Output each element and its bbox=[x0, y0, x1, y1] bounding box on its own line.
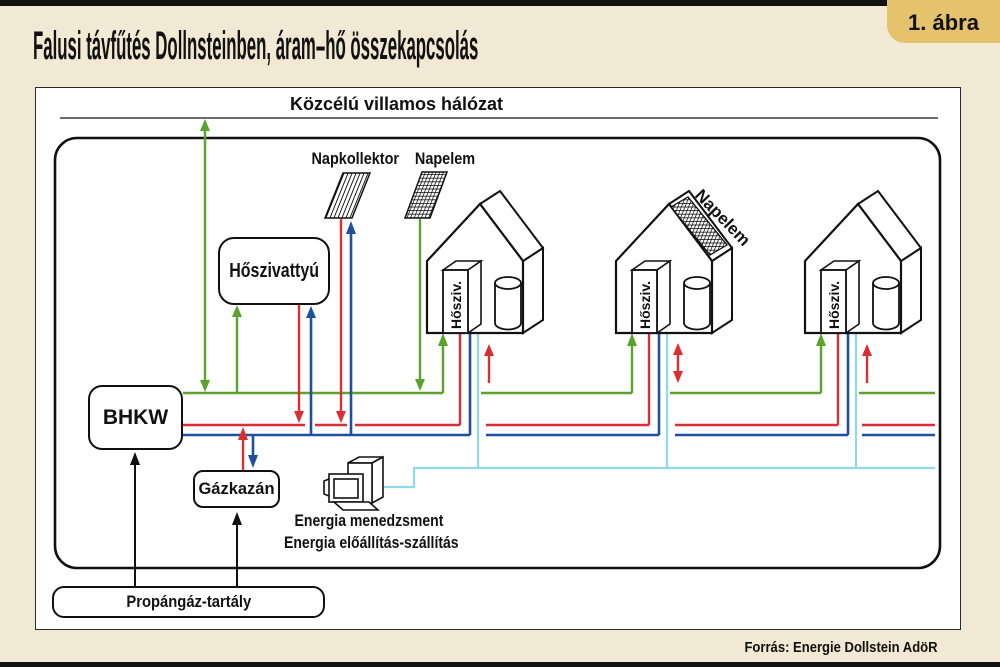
heat-supply-lines bbox=[183, 219, 935, 470]
page-title: Falusi távfűtés Dollnsteinben, áram–hő ö… bbox=[33, 24, 479, 68]
gas-boiler-box-label: Gázkazán bbox=[198, 479, 275, 498]
solar-collector-panel bbox=[323, 172, 372, 219]
propane-tank-box: Propángáz-tartály bbox=[52, 586, 325, 618]
heat-pump-box: Hőszivattyú bbox=[218, 237, 330, 305]
data-lines bbox=[384, 334, 935, 489]
propane-arrowheads bbox=[130, 452, 242, 525]
rooftop-solar-panel bbox=[670, 196, 728, 256]
diagram-frame bbox=[35, 87, 961, 630]
heat-return-lines bbox=[183, 233, 935, 456]
electricity-arrowheads bbox=[200, 119, 826, 392]
electricity-lines bbox=[183, 129, 935, 395]
system-boundary-box bbox=[53, 136, 942, 570]
solar-collector-label: Napkollektor bbox=[311, 149, 400, 168]
house-3 bbox=[803, 189, 923, 335]
gas-boiler-box: Gázkazán bbox=[193, 470, 280, 508]
source-credit: Forrás: Energie Dollstein AdöR bbox=[744, 640, 938, 656]
chp-box-label: BHKW bbox=[102, 405, 169, 429]
heat-pump-box-label: Hőszivattyú bbox=[229, 259, 319, 282]
solar-panel-label: Napelem bbox=[414, 149, 476, 168]
energy-supply-label: Energia előállítás-szállítás bbox=[284, 534, 459, 552]
bottom-border-bar bbox=[0, 662, 1000, 667]
public-grid-label: Közcélú villamos hálózat bbox=[290, 94, 504, 114]
computer-icon bbox=[323, 455, 384, 511]
figure-number-badge: 1. ábra bbox=[887, 0, 1000, 43]
chp-box: BHKW bbox=[88, 385, 183, 450]
energy-management-label: Energia menedzsment bbox=[294, 512, 444, 530]
propane-tank-box-label: Propángáz-tartály bbox=[126, 592, 251, 611]
propane-lines bbox=[134, 464, 238, 590]
top-border-bar bbox=[0, 0, 1000, 6]
heat-supply-arrowheads bbox=[238, 343, 872, 440]
heat-return-arrowheads bbox=[248, 221, 356, 468]
solar-panel bbox=[403, 171, 449, 219]
house-1 bbox=[425, 189, 545, 335]
